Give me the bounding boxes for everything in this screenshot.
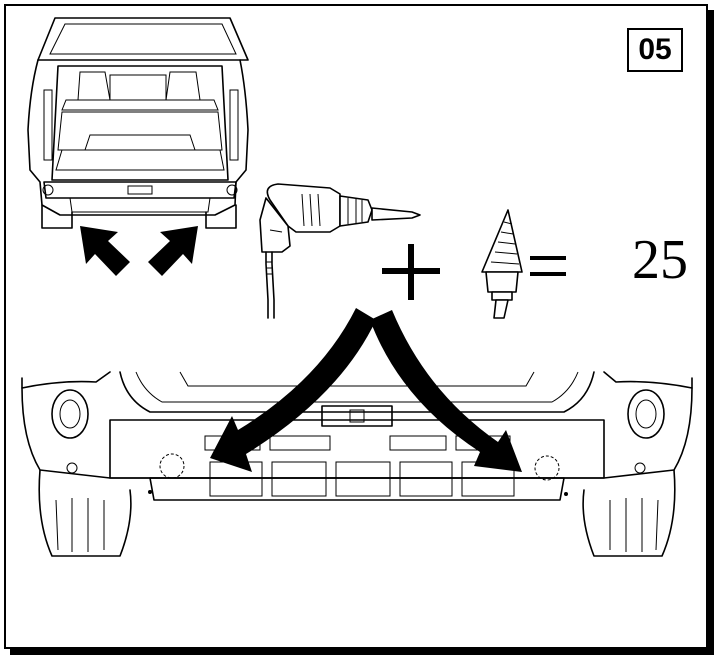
- drill-arrow-right: [370, 310, 522, 472]
- location-arrow-left: [80, 226, 130, 276]
- plus-sign-icon: [382, 244, 440, 300]
- vehicle-rear-icon: [27, 17, 249, 229]
- step-drill-bit-icon: [481, 209, 523, 319]
- power-drill-icon: [259, 183, 421, 319]
- drill-arrow-left: [210, 308, 376, 472]
- drill-size-label: 25: [632, 229, 688, 291]
- step-number-badge: 05: [627, 28, 683, 72]
- drill-location-right-marker: [534, 455, 560, 481]
- rear-bumper-closeup-icon: [21, 371, 693, 557]
- drill-location-left-marker: [159, 453, 185, 479]
- equals-sign-icon: [530, 256, 566, 276]
- location-arrow-right: [148, 226, 198, 276]
